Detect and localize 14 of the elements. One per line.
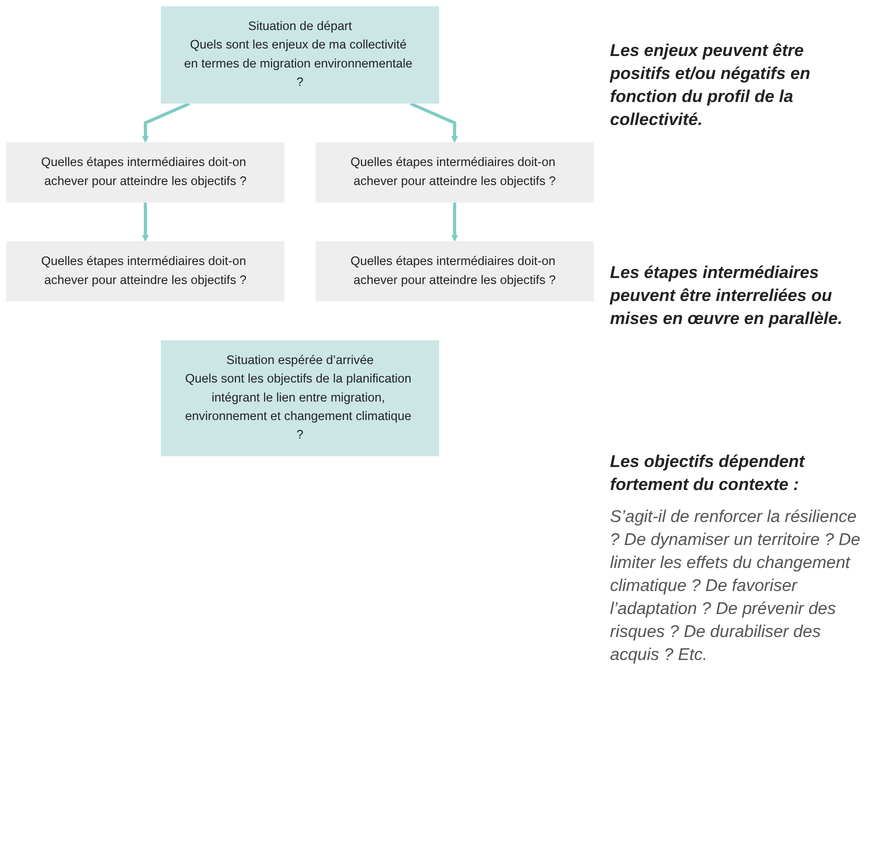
node-box: Quelles étapes intermédiaires doit-on achever pour atteindre les objectifs ? — [6, 142, 285, 203]
node-box: Quelles étapes intermédiaires doit-on achever pour atteindre les objectifs ? — [315, 241, 594, 302]
note-text: S’agit-il de renforcer la résilience ? De dynamiser un territoire ? De limiter les effets du changement climatique ? De favoriser l’adaptation ? De prévenir des risques ? De durabiliser des acquis ? Etc. — [610, 506, 862, 666]
node-box: Quelles étapes intermédiaires doit-on achever pour atteindre les objectifs ? — [315, 142, 594, 203]
side-note: Les enjeux peuvent être positifs et/ou négatifs en fonction du profil de la collectivité. — [610, 40, 812, 131]
node-box: Situation espérée d’arrivée Quels sont les objectifs de la planification intégrant le lien entre migration, environnement et changement climatique ? — [160, 340, 440, 456]
side-note: Les étapes intermédiaires peuvent être interreliées ou mises en œuvre en parallèle. — [610, 262, 844, 330]
arrow — [142, 102, 190, 143]
arrow — [410, 102, 458, 143]
arrow — [142, 202, 149, 242]
arrow — [451, 202, 458, 242]
side-note: Les objectifs dépendent fortement du contexte : — [610, 450, 806, 496]
node-box: Quelles étapes intermédiaires doit-on achever pour atteindre les objectifs ? — [6, 241, 285, 302]
node-box: Situation de départ Quels sont les enjeux de ma collectivité en termes de migration environnementale ? — [160, 6, 440, 104]
